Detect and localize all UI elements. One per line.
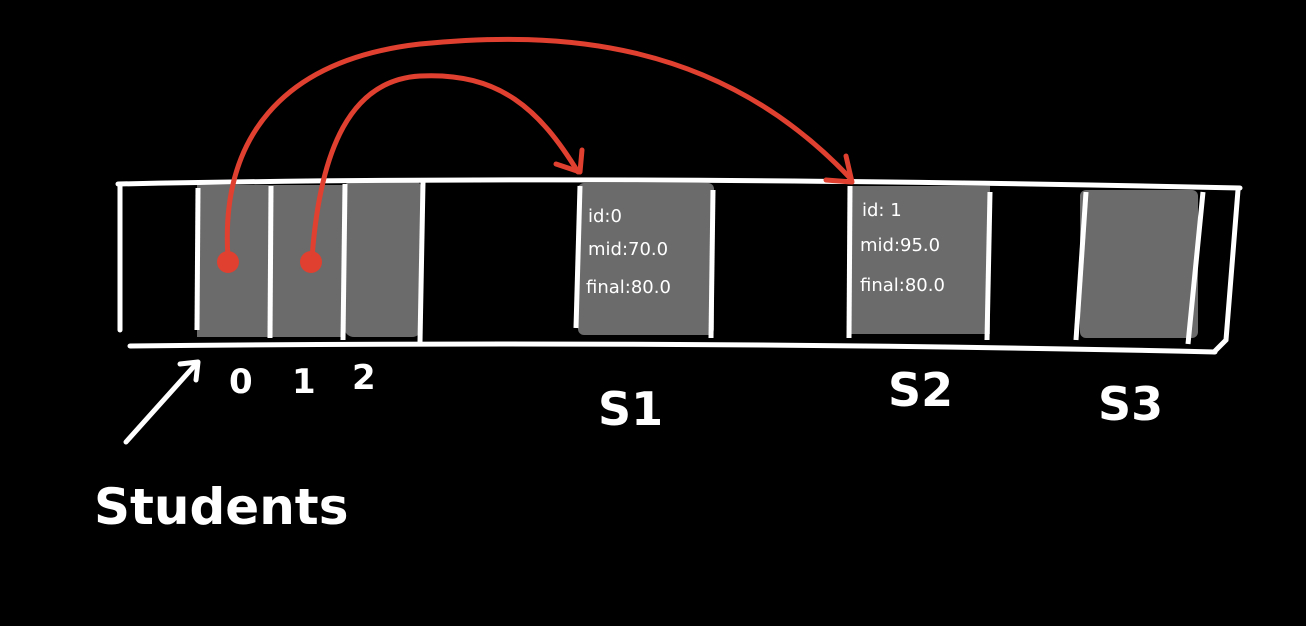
s1-field-mid: mid:70.0	[588, 239, 668, 260]
s2-field-id: id: 1	[862, 200, 902, 221]
s1-field-final: final:80.0	[586, 277, 671, 298]
divider	[708, 189, 716, 339]
s3-label: S3	[1098, 377, 1163, 431]
pointer-arrow-1-to-s1	[309, 73, 581, 261]
divider	[267, 185, 274, 339]
s1-struct-box	[578, 183, 714, 335]
s2-field-final: final:80.0	[860, 275, 945, 296]
memory-strip-right-edge	[1211, 187, 1241, 355]
memory-strip-top	[115, 177, 1243, 191]
pointer-arrow-1-head	[553, 147, 585, 175]
s2-label: S2	[888, 363, 953, 417]
divider	[846, 185, 853, 339]
divider	[984, 191, 993, 341]
pointer-origin-1	[300, 251, 322, 273]
students-label-arrow	[123, 361, 199, 445]
students-cell-2	[344, 180, 422, 337]
divider	[573, 185, 583, 329]
divider	[417, 181, 426, 343]
index-label-0: 0	[229, 362, 253, 402]
students-label: Students	[94, 478, 348, 536]
divider	[340, 183, 348, 341]
memory-strip-bottom	[127, 341, 1218, 355]
pointer-origin-0	[217, 251, 239, 273]
divider	[1073, 191, 1089, 341]
s1-label: S1	[598, 382, 663, 436]
s3-struct-box	[1080, 190, 1198, 338]
s2-field-mid: mid:95.0	[860, 235, 940, 256]
s1-field-id: id:0	[588, 206, 622, 227]
pointer-arrow-0-head	[823, 153, 855, 185]
pointer-arrow-0-to-s2	[224, 36, 853, 261]
students-label-arrow-head	[177, 359, 201, 383]
divider	[194, 187, 201, 331]
index-label-2: 2	[352, 358, 376, 398]
s2-struct-box	[850, 186, 990, 334]
divider	[1185, 191, 1206, 345]
index-label-1: 1	[292, 362, 316, 402]
